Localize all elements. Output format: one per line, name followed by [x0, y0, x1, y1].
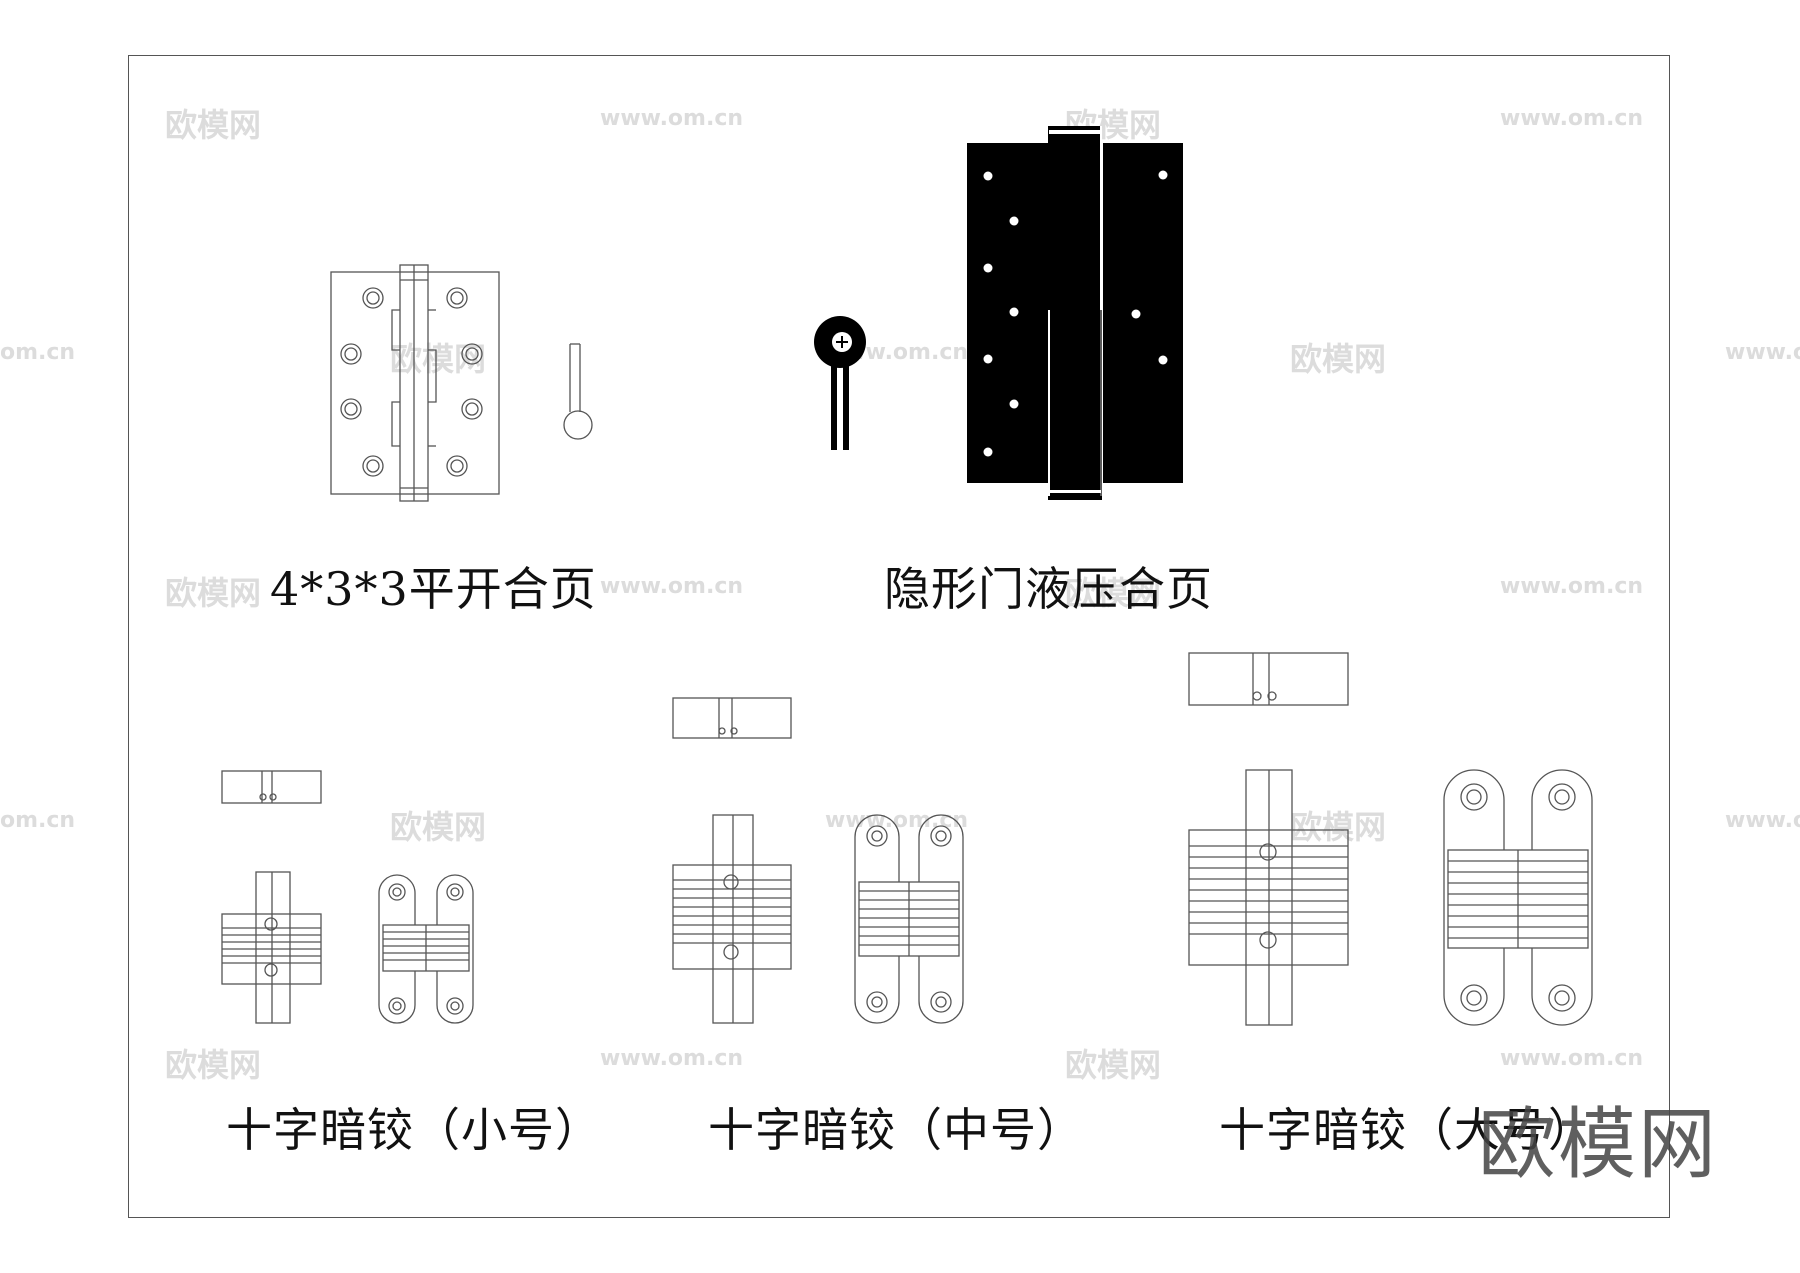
- cross-hinge-large-side-view: [1188, 769, 1349, 1026]
- cross-hinge-small-side-view: [221, 871, 322, 1024]
- caption-hydraulic-hinge: 隐形门液压合页: [884, 562, 1213, 616]
- flat-hinge-side-view: [563, 343, 593, 440]
- cross-hinge-medium-top-view: [672, 697, 792, 739]
- caption-cross-hinge-medium: 十字暗铰（中号）: [708, 1103, 1084, 1157]
- watermark-brand: 欧模网: [390, 808, 487, 846]
- cross-hinge-medium-front-view: [854, 814, 964, 1024]
- watermark-url: www.om.cn: [600, 106, 744, 131]
- cross-hinge-medium-side-view: [672, 814, 792, 1024]
- watermark-brand: 欧模网: [1290, 808, 1387, 846]
- watermark-url: www.om.cn: [1500, 1046, 1644, 1071]
- watermark-brand: 欧模网: [165, 106, 262, 144]
- watermark-url: www.om.cn: [1500, 106, 1644, 131]
- watermark-brand: 欧模网: [1290, 340, 1387, 378]
- watermark-brand: 欧模网: [1065, 1046, 1162, 1084]
- hydraulic-hinge-front-view: [967, 126, 1183, 500]
- caption-cross-hinge-small: 十字暗铰（小号）: [226, 1103, 602, 1157]
- watermark-brand: 欧模网: [1065, 574, 1162, 612]
- watermark-url: www.om.cn: [600, 1046, 744, 1071]
- watermark-url: om.cn: [0, 340, 76, 365]
- drawing-frame: [128, 55, 1670, 1218]
- watermark-url: om.cn: [0, 808, 76, 833]
- hydraulic-hinge-side-view: [814, 316, 866, 450]
- watermark-brand: 欧模网: [165, 1046, 262, 1084]
- watermark-brand: 欧模网: [165, 574, 262, 612]
- watermark-logo: 欧模网: [1478, 1100, 1719, 1190]
- watermark-url: www.om.cn: [1725, 808, 1800, 833]
- cross-hinge-large-top-view: [1188, 652, 1349, 706]
- watermark-url: www.om.cn: [1500, 574, 1644, 599]
- cross-hinge-small-front-view: [378, 874, 474, 1024]
- cross-hinge-small-top-view: [221, 770, 322, 804]
- watermark-url: www.om.cn: [825, 808, 969, 833]
- flat-hinge-front-view: [330, 264, 500, 502]
- caption-flat-hinge: 4*3*3平开合页: [270, 562, 597, 616]
- watermark-url: www.om.cn: [600, 574, 744, 599]
- cross-hinge-large-front-view: [1443, 769, 1593, 1026]
- watermark-url: www.om.cn: [1725, 340, 1800, 365]
- caption-cross-hinge-large: 十字暗铰（大号）: [1219, 1103, 1595, 1157]
